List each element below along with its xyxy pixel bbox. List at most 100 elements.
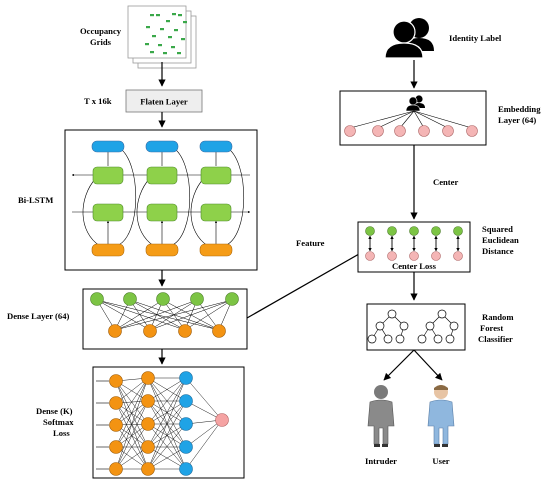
tree-node [445, 334, 455, 344]
squared-label-1: Squared [482, 224, 513, 234]
lstm-output-cell [91, 140, 125, 153]
intruder-label: Intruder [365, 456, 397, 466]
grid-dot [158, 44, 162, 47]
embedding-edge [413, 110, 473, 129]
dense-k-label-2: Softmax [43, 417, 74, 427]
softmax-edge [115, 400, 149, 470]
dense-edge [184, 299, 233, 331]
softmax-edge [115, 377, 149, 448]
embedding-nodes [344, 95, 478, 137]
softmax-edge [147, 377, 187, 448]
softmax-edge [147, 377, 187, 470]
grid-dot [172, 13, 176, 16]
center-loss-nodes [365, 226, 463, 261]
lstm-input-cell [145, 243, 179, 257]
embedding-edge [413, 110, 425, 129]
embedding-edge [413, 110, 449, 129]
intruder-person-icon [367, 385, 395, 447]
softmax-edge [147, 423, 187, 470]
random-forest-trees [367, 309, 459, 344]
softmax-edge [147, 423, 187, 448]
embedding-node [442, 125, 454, 137]
rf-label-2: Forest [480, 323, 503, 333]
lstm-output-cell [145, 140, 179, 153]
lstm-forward-cell [200, 203, 232, 222]
grid-dot [174, 29, 178, 32]
softmax-edge [115, 380, 149, 425]
feature-node [387, 226, 397, 236]
dense-edge [114, 299, 164, 331]
lstm-backward-cell [92, 166, 124, 185]
arrow-feature [246, 249, 367, 319]
dense-layer-nodes [90, 292, 239, 338]
embedding-edge [349, 110, 415, 129]
lstm-backward-cell [146, 166, 178, 185]
mini-person-body [405, 104, 421, 112]
embedding-node [394, 125, 406, 137]
skip-curve [190, 177, 209, 247]
grid-dot [183, 21, 187, 24]
tree-node [399, 321, 409, 331]
arrow-to-user [413, 349, 443, 381]
flaten-layer-label: Flaten Layer [140, 97, 188, 107]
feature-label: Feature [296, 238, 325, 248]
dense-bottom-node [212, 324, 226, 338]
softmax-hidden-node [141, 462, 155, 476]
softmax-input-node [109, 396, 123, 410]
tree-node [437, 309, 447, 319]
lstm-forward-cell [92, 203, 124, 222]
grid-dot [163, 52, 167, 55]
arrow-to-intruder [383, 349, 415, 381]
identity-label: Identity Label [449, 33, 502, 43]
bi-lstm-label: Bi-LSTM [18, 195, 53, 205]
embedding-node [344, 125, 356, 137]
tree-node [383, 334, 393, 344]
grid-dot [166, 20, 170, 23]
mini-person-head [408, 96, 418, 106]
softmax-edge [185, 419, 223, 470]
embedding-label-1: Embedding [498, 104, 541, 114]
center-loss-label: Center Loss [392, 261, 437, 271]
tree-node [425, 321, 435, 331]
grid-dot [178, 14, 182, 17]
tree-node [395, 334, 405, 344]
dense-edge [114, 299, 198, 331]
people-group-icon [384, 18, 434, 59]
lstm-output-cell [199, 140, 233, 153]
feature-node [365, 226, 375, 236]
embedding-node [418, 125, 430, 137]
center-node [431, 251, 441, 261]
softmax-hidden-node [141, 417, 155, 431]
softmax-blue-node [179, 394, 193, 408]
feature-node [409, 226, 419, 236]
feature-node [453, 226, 463, 236]
occupancy-grid-dots [145, 13, 187, 55]
user-person-icon [427, 385, 455, 447]
document-stack-icon [127, 5, 197, 69]
embedding-node [466, 125, 478, 137]
dense-edge [129, 299, 186, 331]
softmax-blue-node [179, 462, 193, 476]
grid-dot [145, 43, 149, 46]
squared-label-3: Distance [482, 246, 514, 256]
skip-curve [136, 177, 155, 247]
center-label: Center [433, 177, 458, 187]
flaten-layer-box [125, 89, 203, 113]
tree-node [417, 334, 427, 344]
dense-edge [96, 299, 186, 331]
dense-top-node [190, 292, 204, 306]
softmax-edge [185, 377, 223, 421]
softmax-hidden-node [141, 440, 155, 454]
user-label: User [432, 456, 449, 466]
center-node [387, 251, 397, 261]
dense-layer-label: Dense Layer (64) [7, 311, 70, 321]
lstm-backward-cell [200, 166, 232, 185]
embedding-edge [377, 110, 415, 129]
lstm-input-cell [91, 243, 125, 257]
center-node [365, 251, 375, 261]
center-node [409, 251, 419, 261]
softmax-input-node [109, 440, 123, 454]
lstm-forward-cell [146, 203, 178, 222]
grid-dot [152, 35, 156, 38]
